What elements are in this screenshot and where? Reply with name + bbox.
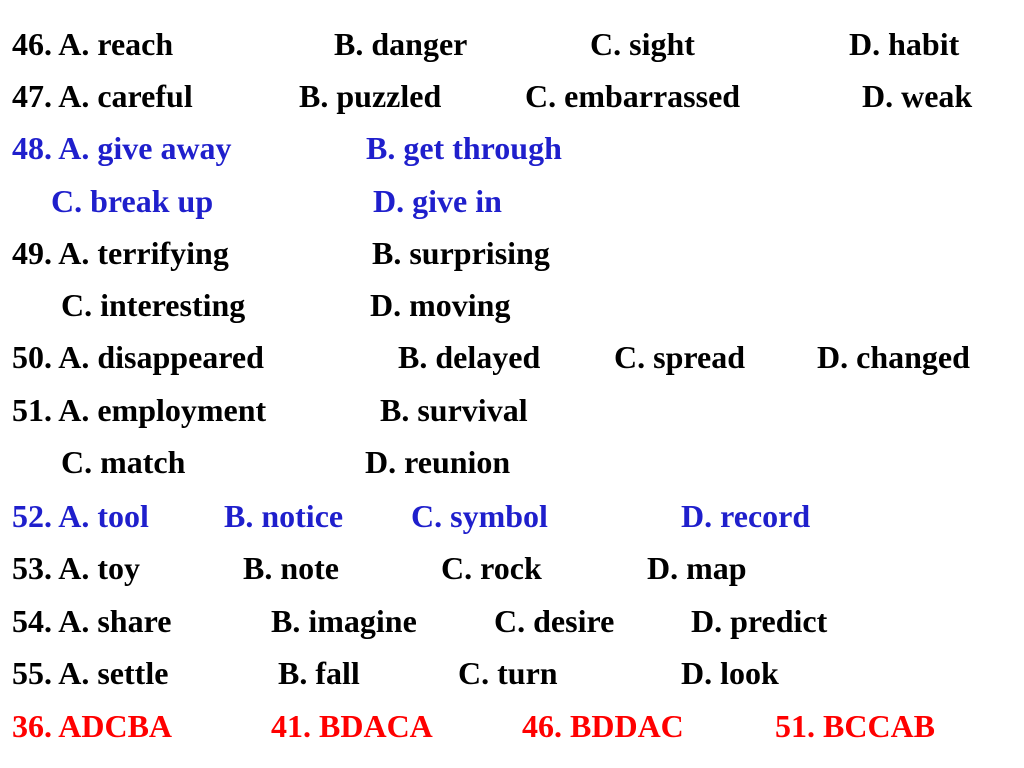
answer-51-55: 51. BCCAB — [775, 708, 936, 744]
question-51-line-1: 51. A. employment B. survival — [0, 384, 1024, 436]
question-55: 55. A. settle B. fall C. turn D. look — [0, 647, 1024, 699]
q54-option-c: C. desire — [494, 603, 615, 639]
q52-option-a: 52. A. tool — [12, 498, 149, 534]
q51-option-a: 51. A. employment — [12, 392, 267, 428]
q47-option-c: C. embarrassed — [525, 78, 741, 114]
q52-option-b: B. notice — [224, 498, 344, 534]
q46-option-b: B. danger — [334, 26, 468, 62]
q54-option-d: D. predict — [691, 603, 828, 639]
question-54: 54. A. share B. imagine C. desire D. pre… — [0, 595, 1024, 647]
q48-option-d: D. give in — [373, 183, 502, 219]
answer-key: 36. ADCBA 41. BDACA 46. BDDAC 51. BCCAB — [0, 700, 1024, 752]
q53-option-a: 53. A. toy — [12, 550, 140, 586]
q52-option-d: D. record — [681, 498, 811, 534]
q55-option-a: 55. A. settle — [12, 655, 169, 691]
q47-option-b: B. puzzled — [299, 78, 442, 114]
q46-option-d: D. habit — [849, 26, 960, 62]
q50-option-a: 50. A. disappeared — [12, 339, 264, 375]
q49-option-d: D. moving — [370, 287, 511, 323]
question-48-line-1: 48. A. give away B. get through — [0, 122, 1024, 174]
question-49-line-2: C. interesting D. moving — [0, 279, 1024, 331]
question-47: 47. A. careful B. puzzled C. embarrassed… — [0, 70, 1024, 122]
q48-option-a: 48. A. give away — [12, 130, 232, 166]
q55-option-c: C. turn — [458, 655, 558, 691]
question-51-line-2: C. match D. reunion — [0, 436, 1024, 488]
question-50: 50. A. disappeared B. delayed C. spread … — [0, 331, 1024, 383]
q53-option-b: B. note — [243, 550, 339, 586]
q49-option-c: C. interesting — [61, 287, 246, 323]
q49-option-b: B. surprising — [372, 235, 550, 271]
q48-option-c: C. break up — [51, 183, 214, 219]
answer-41-45: 41. BDACA — [271, 708, 433, 744]
q51-option-d: D. reunion — [365, 444, 511, 480]
q54-option-a: 54. A. share — [12, 603, 172, 639]
q50-option-d: D. changed — [817, 339, 970, 375]
q50-option-c: C. spread — [614, 339, 745, 375]
question-46: 46. A. reach B. danger C. sight D. habit — [0, 18, 1024, 70]
q53-option-c: C. rock — [441, 550, 542, 586]
q55-option-d: D. look — [681, 655, 779, 691]
question-48-line-2: C. break up D. give in — [0, 175, 1024, 227]
q47-option-a: 47. A. careful — [12, 78, 193, 114]
q53-option-d: D. map — [647, 550, 747, 586]
q46-option-c: C. sight — [590, 26, 695, 62]
q48-option-b: B. get through — [366, 130, 562, 166]
q54-option-b: B. imagine — [271, 603, 417, 639]
answer-36-40: 36. ADCBA — [12, 708, 173, 744]
q50-option-b: B. delayed — [398, 339, 541, 375]
question-53: 53. A. toy B. note C. rock D. map — [0, 542, 1024, 594]
q49-option-a: 49. A. terrifying — [12, 235, 229, 271]
question-49-line-1: 49. A. terrifying B. surprising — [0, 227, 1024, 279]
q51-option-c: C. match — [61, 444, 186, 480]
question-52: 52. A. tool B. notice C. symbol D. recor… — [0, 490, 1024, 542]
q47-option-d: D. weak — [862, 78, 973, 114]
q46-option-a: 46. A. reach — [12, 26, 174, 62]
q51-option-b: B. survival — [380, 392, 528, 428]
q52-option-c: C. symbol — [411, 498, 548, 534]
q55-option-b: B. fall — [278, 655, 360, 691]
answer-46-50: 46. BDDAC — [522, 708, 684, 744]
